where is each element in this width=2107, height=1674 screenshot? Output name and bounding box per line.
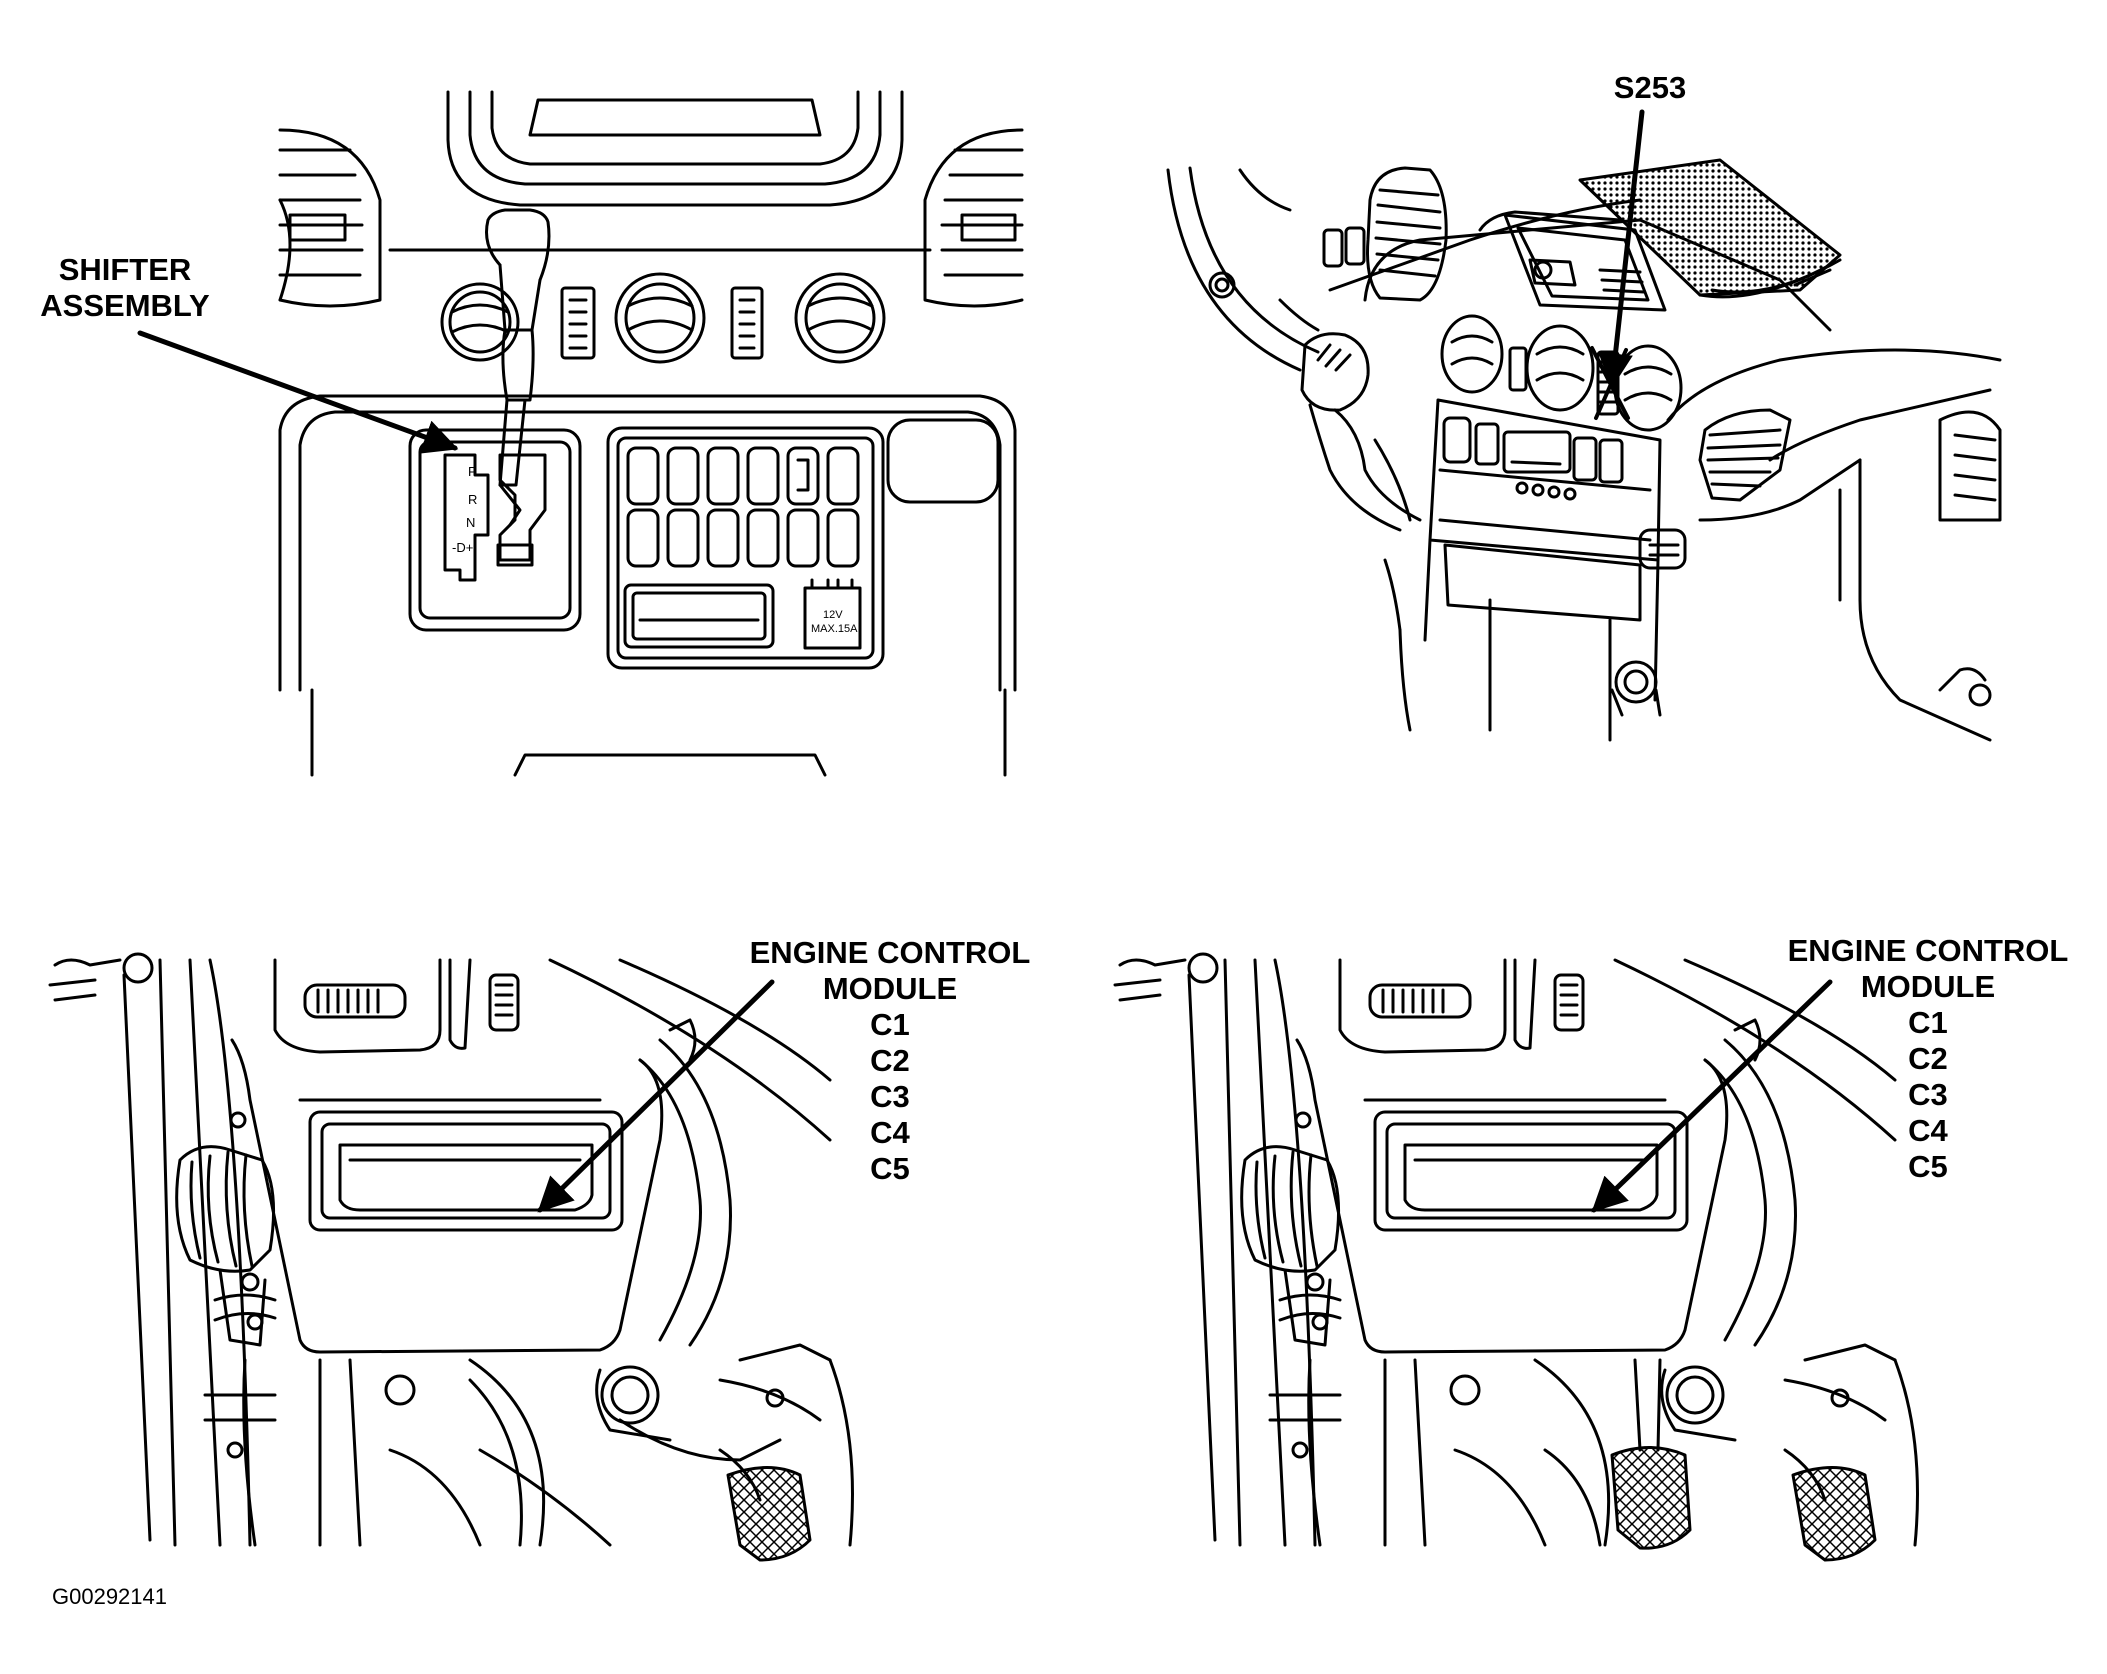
panel-ecm-left <box>50 954 853 1560</box>
gate-d: -D+ <box>452 540 473 555</box>
outlet-volts: 12V <box>823 609 843 621</box>
panel-splice <box>1168 160 2000 740</box>
shifter-assembly-label: SHIFTER ASSEMBLY <box>30 252 220 324</box>
ecm-right-c4: C4 <box>1908 1113 1948 1148</box>
ecm-left-c3: C3 <box>870 1079 910 1114</box>
shift-gate-markings: P R N -D+ <box>452 464 477 555</box>
ecm-left-c2: C2 <box>870 1043 910 1078</box>
power-outlet-label: 12V MAX.15A <box>811 609 858 635</box>
arrow-ecm-right <box>1591 982 1830 1210</box>
ecm-left-line-1: ENGINE CONTROL <box>749 935 1031 970</box>
gate-n: N <box>466 515 475 530</box>
gate-r: R <box>468 492 477 507</box>
shifter-label-line-2: ASSEMBLY <box>40 288 210 323</box>
gate-p: P <box>468 464 477 479</box>
ecm-left-c1: C1 <box>870 1007 910 1042</box>
arrow-shifter <box>140 333 459 454</box>
ecm-right-label: ENGINE CONTROL MODULE C1 C2 C3 C4 C5 <box>1768 933 2088 1185</box>
ecm-right-c3: C3 <box>1908 1077 1948 1112</box>
ecm-right-c2: C2 <box>1908 1041 1948 1076</box>
ecm-left-c4: C4 <box>870 1115 910 1150</box>
ecm-right-line-1: ENGINE CONTROL <box>1787 933 2069 968</box>
ecm-right-c1: C1 <box>1908 1005 1948 1040</box>
outlet-amps: MAX.15A <box>811 623 858 635</box>
ecm-right-line-2: MODULE <box>1860 969 1996 1004</box>
ecm-left-label: ENGINE CONTROL MODULE C1 C2 C3 C4 C5 <box>730 935 1050 1187</box>
panel-ecm-right <box>1115 954 1918 1560</box>
shifter-label-line-1: SHIFTER <box>58 252 192 287</box>
leader-arrows <box>140 112 1830 1210</box>
ecm-left-line-2: MODULE <box>822 971 958 1006</box>
splice-s253-label: S253 <box>1590 70 1710 106</box>
ecm-right-c5: C5 <box>1908 1149 1948 1184</box>
arrow-splice <box>1598 112 1642 389</box>
figure-id: G00292141 <box>52 1584 167 1609</box>
arrow-ecm-left <box>540 982 772 1210</box>
panel-shifter <box>280 92 1022 775</box>
ecm-left-c5: C5 <box>870 1151 910 1186</box>
splice-label-text: S253 <box>1613 70 1687 105</box>
